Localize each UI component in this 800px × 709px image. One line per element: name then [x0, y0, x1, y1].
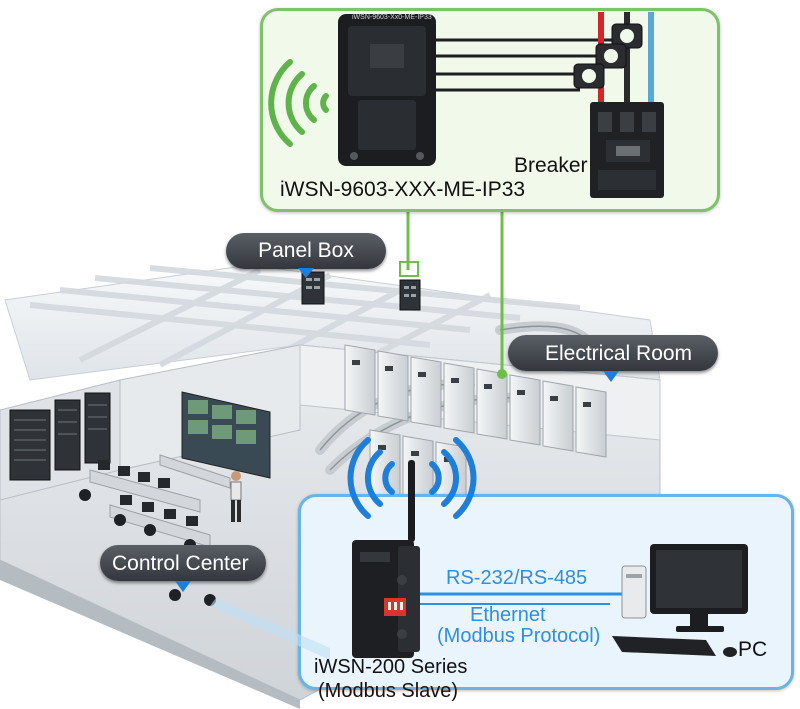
- sensor-model-label: iWSN-9603-XXX-ME-IP33: [280, 178, 526, 201]
- gateway-role-label: (Modbus Slave): [318, 680, 459, 702]
- wireless-signal-icon: [347, 437, 477, 519]
- panel-box-label-text: Panel Box: [258, 239, 354, 262]
- gateway-model-label: iWSN-200 Series: [314, 656, 468, 678]
- pc-label: PC: [738, 638, 768, 661]
- control-center-label: [100, 545, 266, 581]
- arrow-down-icon: [603, 371, 619, 382]
- modbus-protocol-label: (Modbus Protocol): [437, 625, 601, 647]
- arrow-down-icon: [175, 581, 191, 592]
- breaker-label: Breaker: [514, 154, 588, 177]
- panel-box-label: Panel Box: [226, 233, 386, 278]
- control-center-label-text: Control Center: [112, 552, 249, 575]
- sensor-device-imprint: iWSN-9603-Xx0-ME-IP33: [352, 14, 432, 21]
- ethernet-link-label: Ethernet: [470, 604, 546, 626]
- serial-link-label: RS-232/RS-485: [446, 567, 588, 589]
- wireless-signal-icon: [268, 59, 329, 147]
- electrical-room-label-text: Electrical Room: [545, 342, 693, 365]
- electrical-room-label: [508, 335, 718, 371]
- arrow-down-icon: [298, 268, 314, 278]
